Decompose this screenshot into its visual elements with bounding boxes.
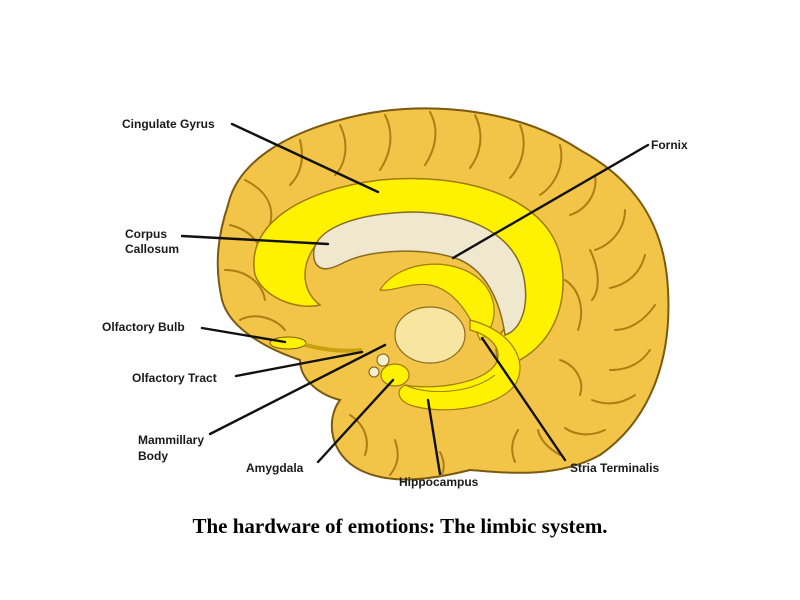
figure-caption: The hardware of emotions: The limbic sys… — [192, 514, 608, 538]
label-stria-terminalis: Stria Terminalis — [570, 461, 660, 475]
label-hippocampus: Hippocampus — [399, 475, 479, 489]
label-mammillary-body-2: Body — [138, 449, 168, 463]
mammillary-body-region-2 — [368, 366, 380, 378]
label-cingulate-gyrus: Cingulate Gyrus — [122, 117, 215, 131]
mammillary-body-region — [376, 353, 390, 367]
leader-mammillary-body — [208, 343, 387, 436]
leader-amygdala — [316, 378, 395, 464]
leader-stria-terminalis — [480, 336, 567, 462]
leader-olfactory-bulb — [200, 326, 287, 344]
label-corpus-callosum-1: Corpus — [125, 227, 167, 241]
label-amygdala: Amygdala — [246, 461, 304, 475]
leader-fornix — [451, 143, 650, 260]
olfactory-tract-region — [304, 343, 363, 353]
hippocampus-tail — [404, 374, 496, 393]
leader-cingulate-gyrus — [230, 122, 380, 194]
leader-hippocampus — [426, 398, 442, 476]
label-olfactory-bulb: Olfactory Bulb — [102, 320, 185, 334]
label-olfactory-tract: Olfactory Tract — [132, 371, 217, 385]
label-fornix: Fornix — [651, 138, 688, 152]
thalamus-region — [394, 306, 466, 364]
cortex-folds — [224, 111, 656, 479]
label-corpus-callosum-2: Callosum — [125, 242, 180, 256]
amygdala-region — [380, 363, 410, 387]
label-mammillary-body-1: Mammillary — [138, 433, 205, 447]
olfactory-bulb-region — [269, 336, 307, 350]
leader-corpus-callosum — [180, 234, 330, 246]
hippocampus-region — [398, 319, 521, 411]
leader-olfactory-tract — [234, 350, 364, 378]
corpus-callosum-region — [312, 211, 527, 336]
